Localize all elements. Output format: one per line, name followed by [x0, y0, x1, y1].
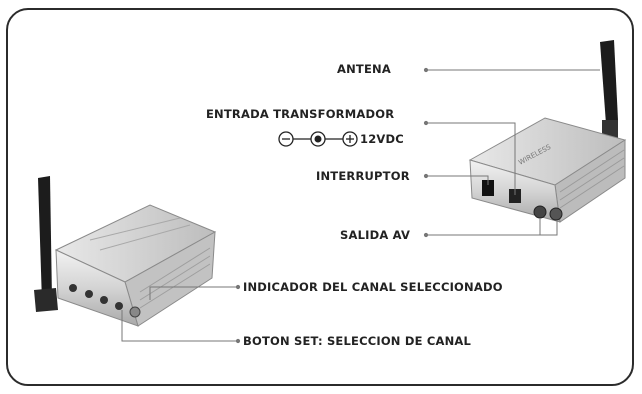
channel-led-1: [69, 284, 77, 292]
channel-led-3: [100, 296, 108, 304]
leader-lines: [121, 67, 600, 344]
label-interruptor: INTERRUPTOR: [316, 169, 410, 183]
label-entrada-transformador: ENTRADA TRANSFORMADOR: [206, 107, 395, 121]
set-button: [129, 306, 141, 318]
label-boton-set: BOTON SET: SELECCION DE CANAL: [243, 334, 472, 348]
av-output-jack-2: [549, 207, 563, 221]
polarity-symbol: [278, 131, 358, 147]
channel-led-2: [85, 290, 93, 298]
receiver-antenna: [600, 40, 618, 124]
label-antena: ANTENA: [337, 62, 391, 76]
channel-led-4: [115, 302, 123, 310]
label-indicador-canal: INDICADOR DEL CANAL SELECCIONADO: [243, 280, 503, 294]
dc-input-jack: [509, 189, 521, 203]
av-output-jack-1: [533, 205, 547, 219]
transmitter-antenna: [38, 176, 52, 302]
label-voltage: 12VDC: [360, 132, 404, 146]
label-salida-av: SALIDA AV: [340, 228, 411, 242]
transmitter-device: [34, 176, 217, 327]
power-switch: [482, 180, 494, 196]
receiver-device: WIRELESS: [468, 40, 627, 223]
